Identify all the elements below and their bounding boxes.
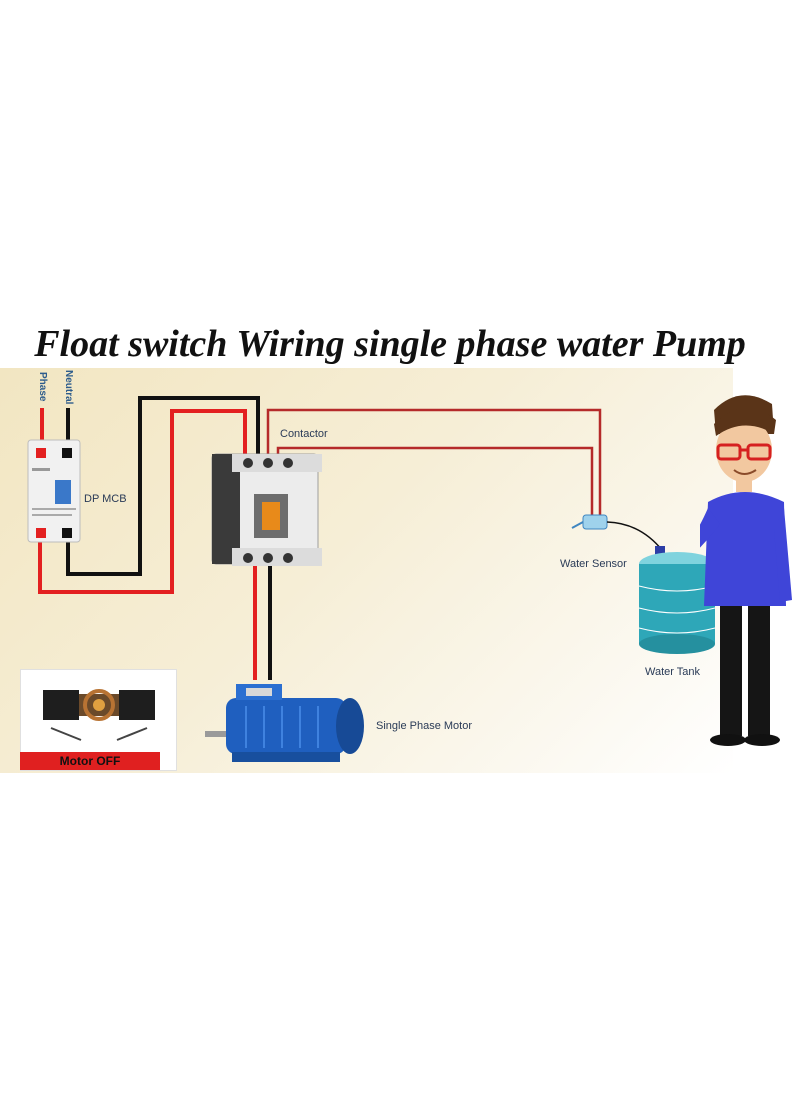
water-sensor — [571, 514, 665, 560]
contactor-label: Contactor — [280, 428, 328, 440]
wiring-canvas — [27, 396, 716, 762]
motor-windings-illustration — [43, 689, 155, 741]
water-tank-label: Water Tank — [645, 666, 701, 678]
person-illustration — [677, 390, 795, 757]
contactor — [211, 453, 322, 566]
dp-mcb — [27, 439, 81, 543]
water-tank — [638, 552, 716, 654]
contactor-to-sensor-wire-2 — [276, 446, 594, 516]
mcb-neutral-to-contactor-wire — [66, 396, 260, 576]
neutral-label: Neutral — [63, 370, 74, 405]
contactor-to-sensor-wire-1 — [266, 408, 602, 516]
diagram-title: Float switch Wiring single phase water P… — [34, 323, 746, 365]
water-sensor-label: Water Sensor — [560, 558, 627, 570]
single-phase-motor — [205, 684, 364, 762]
person-figure — [677, 395, 792, 746]
mcb-phase-to-contactor-wire — [38, 409, 247, 594]
single-phase-motor-label: Single Phase Motor — [376, 720, 472, 732]
motor-off-badge: Motor OFF — [20, 752, 160, 770]
dp-mcb-label: DP MCB — [84, 493, 127, 505]
phase-label: Phase — [37, 372, 48, 402]
